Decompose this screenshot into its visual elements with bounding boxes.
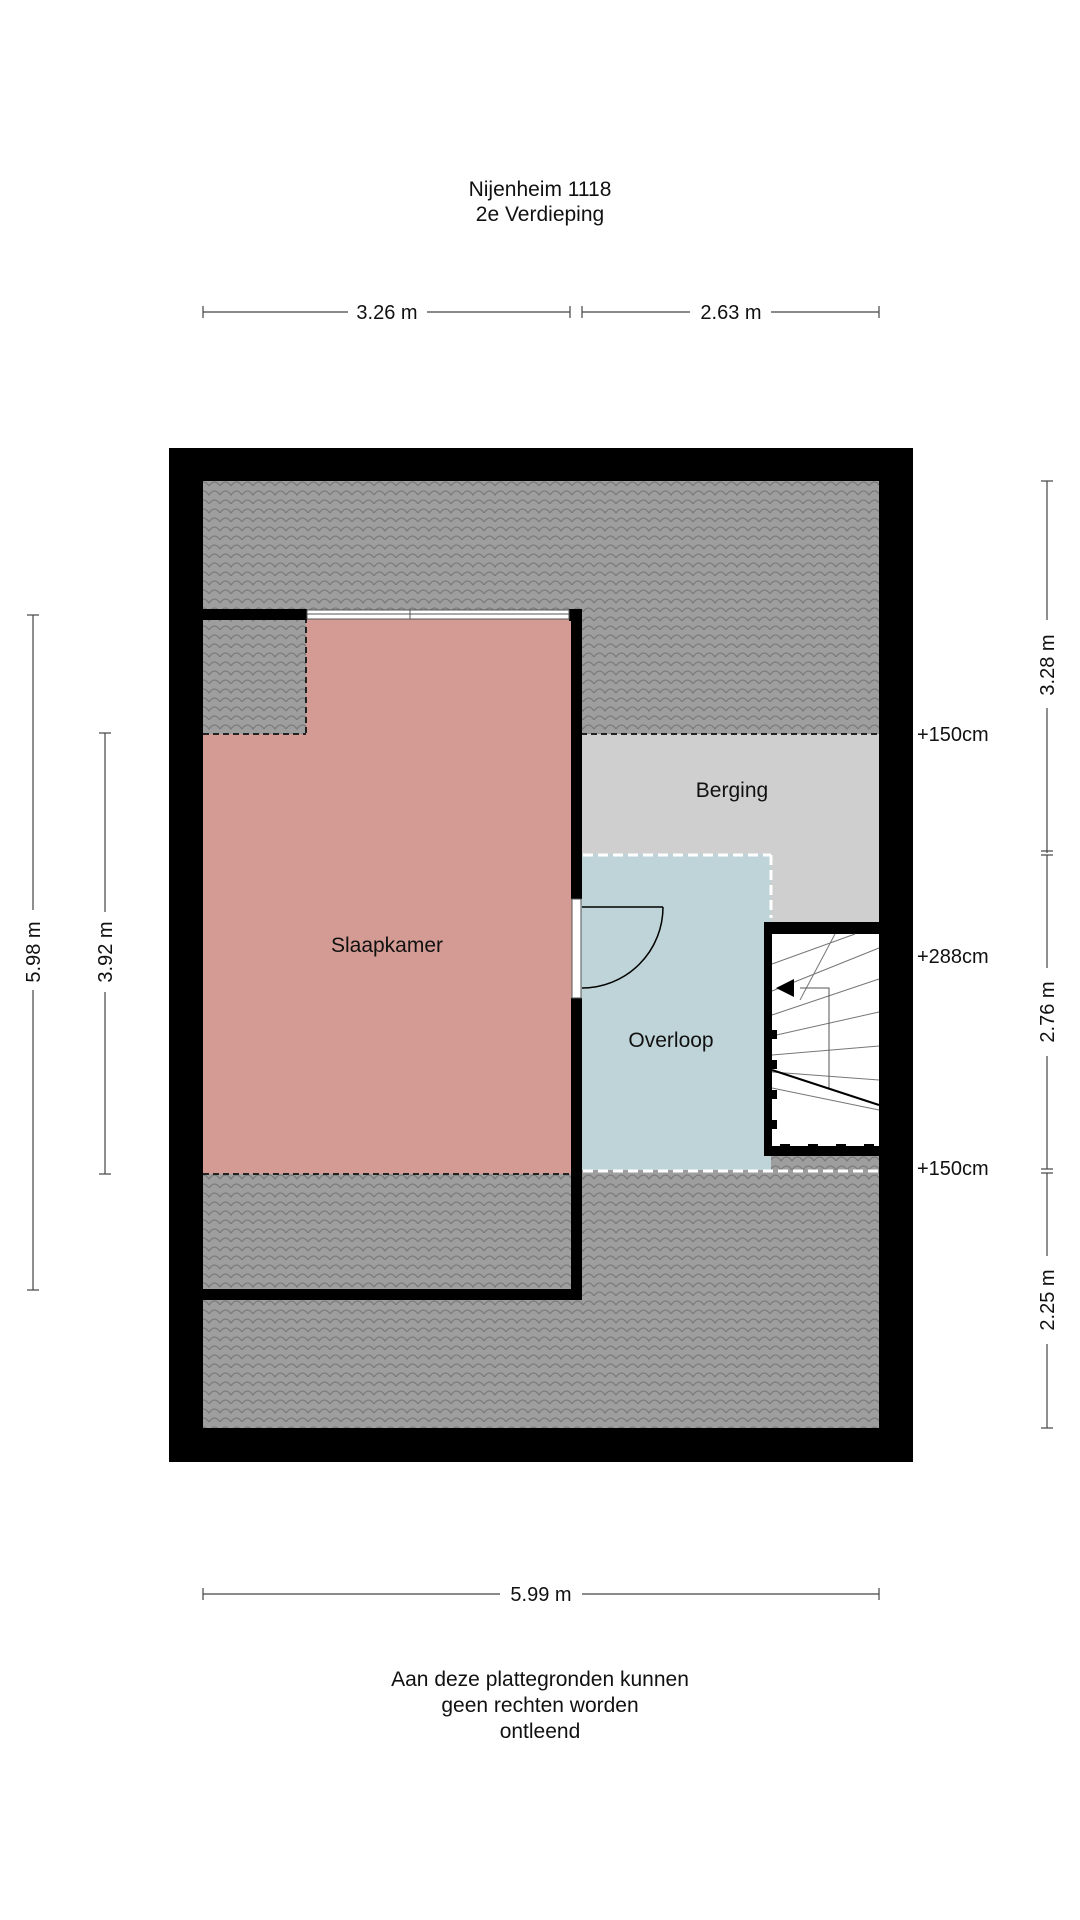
staircase <box>771 933 880 1111</box>
disclaimer: Aan deze plattegronden kunnen geen recht… <box>0 1667 1080 1745</box>
dimension-line-right <box>1041 480 1053 1429</box>
disclaimer-line-1: Aan deze plattegronden kunnen <box>391 1668 689 1691</box>
dimension-label-top-right: 2.63 m <box>700 302 761 324</box>
dimension-line-left-outer <box>27 614 39 1291</box>
window <box>306 609 570 620</box>
door <box>571 898 664 999</box>
dimension-line-bottom <box>202 1588 880 1600</box>
dimension-label-bottom: 5.99 m <box>510 1584 571 1606</box>
slaapkamer-room-top <box>306 614 573 736</box>
height-label-upper: +150cm <box>917 724 989 746</box>
room-label-overloop: Overloop <box>628 1029 713 1052</box>
dimension-label-right-top: 3.28 m <box>1037 634 1059 695</box>
overloop-room <box>581 854 771 1170</box>
floor-subtitle: 2e Verdieping <box>475 203 605 226</box>
height-label-middle: +288cm <box>917 946 989 968</box>
slaapkamer-room <box>203 734 573 1174</box>
berging-room-upper <box>581 734 879 854</box>
dimension-line-top <box>202 306 880 318</box>
room-label-slaapkamer: Slaapkamer <box>331 934 443 957</box>
stair-railing <box>765 1030 874 1156</box>
disclaimer-line-2: geen rechten worden <box>441 1694 639 1717</box>
dimension-label-left-inner: 3.92 m <box>95 921 117 982</box>
dimension-label-left-outer: 5.98 m <box>23 921 45 982</box>
disclaimer-line-3: ontleend <box>499 1720 581 1743</box>
dimension-label-right-bottom: 2.25 m <box>1037 1269 1059 1330</box>
stair-arrow-icon <box>776 979 794 997</box>
stair-area <box>771 934 879 1148</box>
height-label-lower: +150cm <box>917 1158 989 1180</box>
dimension-line-left-inner <box>99 732 111 1175</box>
overloop-boundary <box>583 853 879 1173</box>
dimension-label-top-left: 3.26 m <box>356 302 417 324</box>
room-label-berging: Berging <box>696 779 768 802</box>
dimension-label-right-middle: 2.76 m <box>1037 981 1059 1042</box>
height-boundaries <box>203 617 879 1175</box>
plan-title: Nijenheim 1118 <box>468 178 612 201</box>
